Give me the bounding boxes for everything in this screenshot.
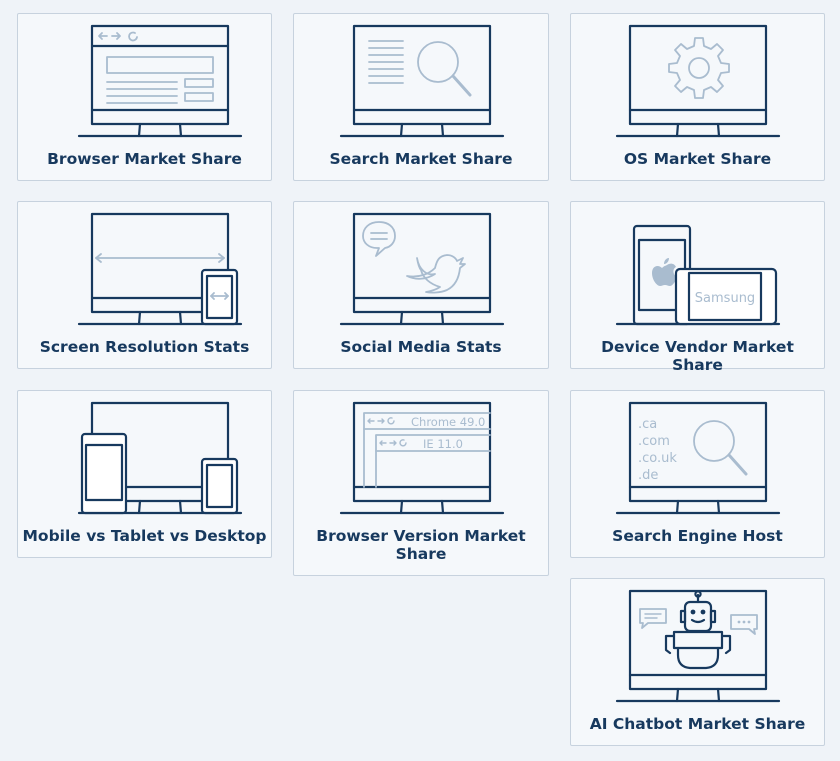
- domain-label: .com: [638, 434, 670, 449]
- card-label: Social Media Stats: [340, 338, 502, 356]
- card-browser-market-share[interactable]: Browser Market Share: [17, 13, 272, 181]
- card-label: Browser Version Market Share: [316, 527, 526, 563]
- card-social-media-stats[interactable]: Social Media Stats: [293, 201, 549, 369]
- chrome-version-label: Chrome 49.0: [411, 415, 485, 429]
- card-label: AI Chatbot Market Share: [589, 715, 806, 733]
- ie-version-label: IE 11.0: [423, 437, 463, 451]
- card-search-engine-host[interactable]: .ca .com .co.uk .de Search Engine Host: [570, 390, 825, 558]
- card-os-market-share[interactable]: OS Market Share: [570, 13, 825, 181]
- card-label: Mobile vs Tablet vs Desktop: [22, 527, 267, 545]
- speech-bubble-bird-icon: [339, 212, 505, 326]
- card-label: Screen Resolution Stats: [39, 338, 250, 356]
- samsung-label: Samsung: [694, 291, 754, 306]
- robot-icon: [615, 589, 780, 703]
- card-label: Search Engine Host: [612, 527, 783, 545]
- card-search-market-share[interactable]: Search Market Share: [293, 13, 549, 181]
- card-mobile-tablet-desktop[interactable]: Mobile vs Tablet vs Desktop: [17, 390, 272, 558]
- screen-resize-icon: [77, 212, 242, 326]
- card-screen-resolution-stats[interactable]: Screen Resolution Stats: [17, 201, 272, 369]
- gear-icon: [615, 24, 780, 138]
- card-browser-version-market-share[interactable]: Chrome 49.0 IE 11.0 Browser Version Mark…: [293, 390, 549, 576]
- card-device-vendor-market-share[interactable]: Samsung Device Vendor Market Share: [570, 201, 825, 374]
- card-ai-chatbot-market-share[interactable]: AI Chatbot Market Share: [570, 578, 825, 746]
- card-label: Browser Market Share: [47, 150, 242, 168]
- card-label: Device Vendor Market Share: [601, 338, 794, 374]
- domain-label: .ca: [638, 417, 657, 432]
- card-label: OS Market Share: [623, 150, 772, 168]
- card-label: Search Market Share: [329, 150, 513, 168]
- domains-magnifier-icon: .ca .com .co.uk .de: [615, 401, 780, 515]
- phone-tablet-icon: Samsung: [615, 224, 780, 326]
- browser-window-icon: [77, 24, 242, 138]
- magnifier-document-icon: [339, 24, 505, 138]
- browser-versions-icon: Chrome 49.0 IE 11.0: [339, 401, 505, 515]
- devices-icon: [77, 401, 242, 515]
- domain-label: .de: [638, 468, 658, 483]
- domain-label: .co.uk: [638, 451, 677, 466]
